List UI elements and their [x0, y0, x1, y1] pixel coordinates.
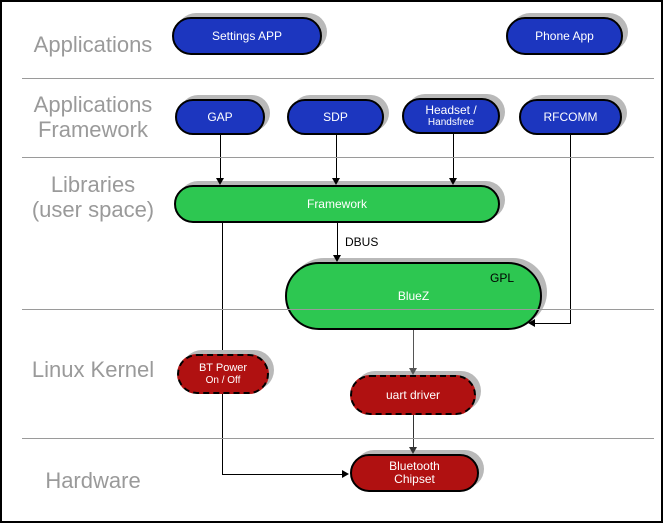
connector-framework-to-chipset-vertical [222, 223, 223, 474]
layer-label-text: Linux Kernel [31, 357, 155, 382]
node-settings-app: Settings APP [172, 17, 322, 55]
node-gap: GAP [175, 99, 265, 135]
node-label: GAP [207, 109, 233, 124]
node-label: Framework [306, 196, 367, 211]
connector-sdp-to-framework [336, 135, 337, 178]
connector-rfcomm-to-bluez-vertical [570, 135, 571, 323]
divider-app-framework [22, 157, 654, 158]
layer-label-text: Applications [33, 92, 153, 117]
layer-label-text: Hardware [45, 468, 141, 493]
connector-rfcomm-to-bluez-horizontal [535, 323, 571, 324]
node-label-line2: Handsfree [427, 116, 475, 128]
node-label: SDP [323, 109, 348, 124]
arrowhead-uart-to-chipset [409, 447, 417, 454]
node-label: RFCOMM [543, 109, 598, 124]
layer-label-hardware: Hardware [7, 468, 179, 493]
arrowhead-bluez-to-uart [409, 368, 417, 375]
node-phone-app: Phone App [506, 17, 623, 55]
layer-label-applications: Applications [7, 32, 179, 57]
node-uart-driver: uart driver [350, 375, 476, 415]
node-label-line2: On / Off [205, 374, 241, 386]
connector-bluez-to-uart [413, 330, 414, 368]
layer-label-linux-kernel: Linux Kernel [7, 357, 179, 382]
connector-headset-to-framework [453, 134, 454, 178]
node-bluez: BlueZ GPL [285, 262, 542, 330]
node-bt-power-on-off: BT Power On / Off [177, 354, 269, 394]
layer-label-applications-framework: Applications Framework [7, 92, 179, 142]
divider-applications [22, 78, 654, 79]
layer-label-libraries-user-space: Libraries (user space) [7, 172, 179, 222]
node-headset-handsfree: Headset / Handsfree [402, 98, 500, 134]
node-label: BT Power [198, 361, 248, 374]
dbus-edge-label: DBUS [345, 235, 379, 249]
arrowhead-framework-to-bluez [333, 255, 341, 262]
node-sdp: SDP [287, 99, 384, 135]
node-label: uart driver [385, 387, 441, 402]
layer-label-text: Applications [33, 32, 153, 57]
node-rfcomm: RFCOMM [519, 99, 622, 135]
arrowhead-headset-to-framework [449, 178, 457, 185]
divider-libraries [22, 309, 654, 310]
connector-uart-to-chipset [413, 415, 414, 447]
node-label: BlueZ [397, 288, 430, 303]
connector-framework-to-bluez [337, 223, 338, 255]
connector-framework-to-chipset-horizontal [222, 474, 342, 475]
divider-kernel [22, 438, 654, 439]
layer-label-text: (user space) [31, 197, 155, 222]
connector-gap-to-framework [220, 135, 221, 178]
arrowhead-sdp-to-framework [332, 178, 340, 185]
arrowhead-gap-to-framework [216, 178, 224, 185]
node-label: Phone App [535, 28, 594, 43]
node-label: Headset / [425, 102, 477, 117]
node-label: Bluetooth [389, 459, 440, 473]
layer-label-text: Framework [37, 117, 148, 142]
arrowhead-rfcomm-to-bluez [528, 319, 535, 327]
arrowhead-framework-to-chipset [342, 470, 349, 478]
node-bluetooth-chipset: Bluetooth Chipset [350, 454, 479, 492]
node-framework: Framework [174, 185, 500, 223]
node-label-line2: Chipset [394, 472, 435, 486]
gpl-annotation: GPL [489, 271, 514, 285]
layer-label-text: Libraries [50, 172, 136, 197]
node-label: Settings APP [211, 28, 283, 43]
